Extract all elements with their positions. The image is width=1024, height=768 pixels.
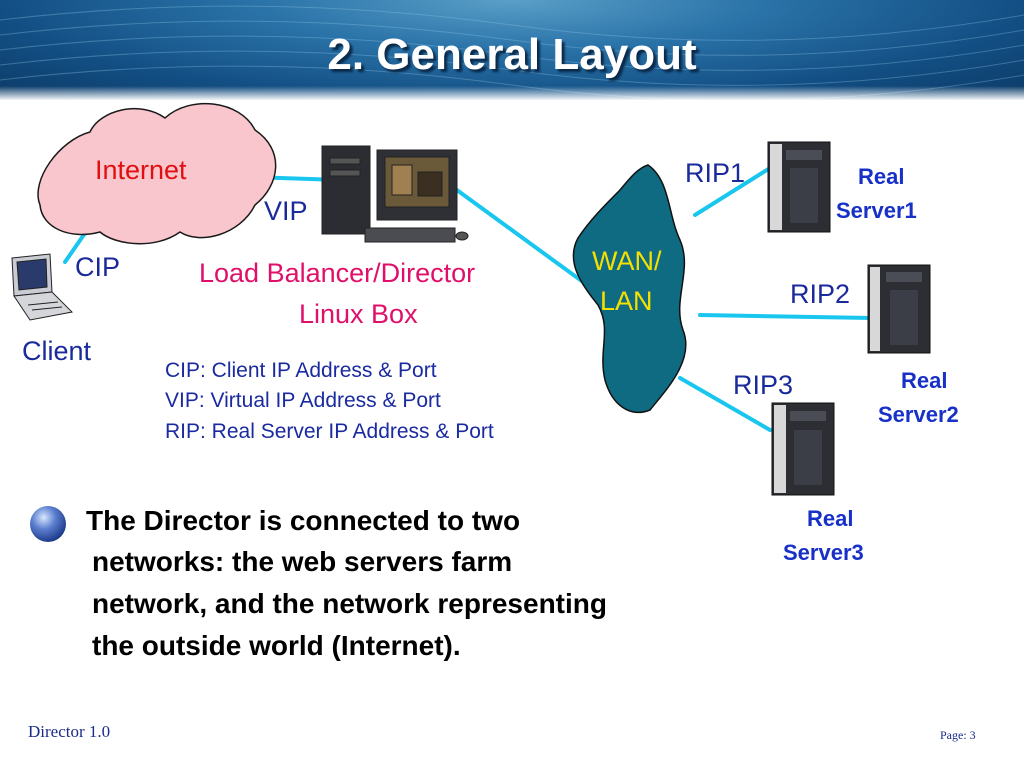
bullet-line-4: the outside world (Internet).: [92, 630, 461, 661]
legend-rip: RIP: Real Server IP Address & Port: [165, 420, 494, 443]
title-banner: [0, 0, 1024, 100]
server1-tower: [767, 141, 831, 233]
banner-wave-decoration: [0, 5, 1024, 100]
rip1-label: RIP1: [685, 158, 746, 188]
client-laptop: [11, 253, 74, 321]
legend-vip: VIP: Virtual IP Address & Port: [165, 389, 441, 412]
link-director-wan: [448, 183, 592, 289]
internet-label: Internet: [95, 155, 187, 185]
link-wan-server1: [693, 166, 772, 217]
director-computer: [321, 145, 469, 243]
server2-label-line2: Server2: [878, 402, 959, 427]
page-number: Page: 3: [940, 728, 976, 742]
server3-label-line1: Real: [807, 506, 854, 531]
footer-left-text: Director 1.0: [28, 722, 111, 741]
globe-bullet-icon: [30, 506, 66, 542]
cip-label: CIP: [75, 252, 121, 282]
wan-lan-cloud: [572, 164, 687, 414]
wan-label-line2: LAN: [600, 286, 653, 316]
server1-label-line2: Server1: [836, 198, 917, 223]
server2-label-line1: Real: [901, 368, 948, 393]
client-label: Client: [22, 336, 92, 366]
internet-cloud: [37, 102, 277, 245]
bullet-line-3: network, and the network representing: [92, 588, 607, 619]
rip2-label: RIP2: [790, 279, 851, 309]
link-wan-server3: [678, 376, 772, 432]
server3-tower: [771, 402, 835, 496]
server1-label-line1: Real: [858, 164, 905, 189]
server3-label-line2: Server3: [783, 540, 864, 565]
wan-label-line1: WAN/: [592, 246, 662, 276]
rip3-label: RIP3: [733, 370, 794, 400]
link-wan-server2: [698, 313, 874, 320]
director-label-line1: Load Balancer/Director: [199, 258, 476, 288]
bullet-line-2: networks: the web servers farm: [92, 546, 513, 577]
vip-label: VIP: [264, 196, 308, 226]
legend-cip: CIP: Client IP Address & Port: [165, 359, 437, 382]
director-label-line2: Linux Box: [299, 299, 418, 329]
bullet-line-1: The Director is connected to two: [86, 505, 521, 536]
slide-title: 2. General Layout: [327, 30, 697, 79]
server2-tower: [867, 264, 931, 354]
